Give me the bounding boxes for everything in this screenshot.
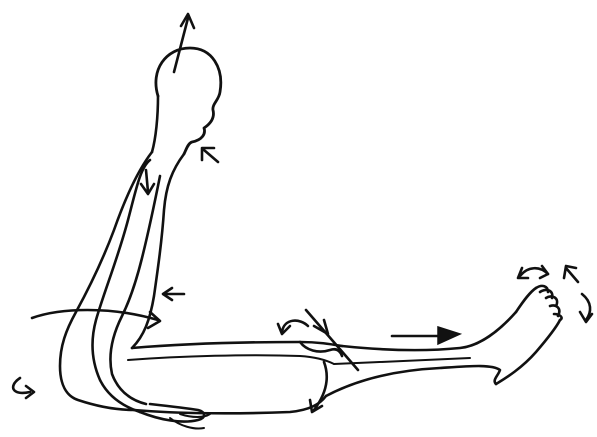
arm-inner (110, 176, 160, 404)
foot-top (516, 288, 536, 312)
toes (536, 286, 562, 320)
solid-arrow-right-shin-icon (392, 327, 460, 344)
arrow-up-from-head-icon (174, 14, 194, 72)
thigh-top (132, 342, 342, 348)
curved-arrow-pelvis-icon (13, 378, 34, 398)
arm-outer (93, 160, 150, 412)
seated-figure (60, 48, 562, 429)
arrow-up-left-chin-icon (202, 148, 218, 162)
head-outline (156, 48, 221, 154)
arrow-knee-diagonal-icon (306, 310, 358, 370)
arrow-down-behind-knee-icon (310, 362, 327, 412)
curved-arrow-toes-icon (518, 266, 548, 278)
neck-back (152, 96, 158, 152)
arrow-down-shoulder-icon (141, 170, 154, 194)
foot-heel (496, 320, 560, 384)
back-outline (60, 152, 152, 410)
thigh-mid (128, 355, 334, 364)
curved-arrow-knee-icon (278, 321, 308, 334)
shin-top (342, 312, 516, 350)
movement-arrows (13, 14, 592, 412)
shin-mid (334, 358, 470, 364)
shin-bottom (326, 366, 500, 396)
arrow-toes-up-icon (564, 266, 578, 282)
curved-arrow-down-foot-icon (580, 294, 592, 322)
arrow-left-back-icon (163, 288, 184, 300)
